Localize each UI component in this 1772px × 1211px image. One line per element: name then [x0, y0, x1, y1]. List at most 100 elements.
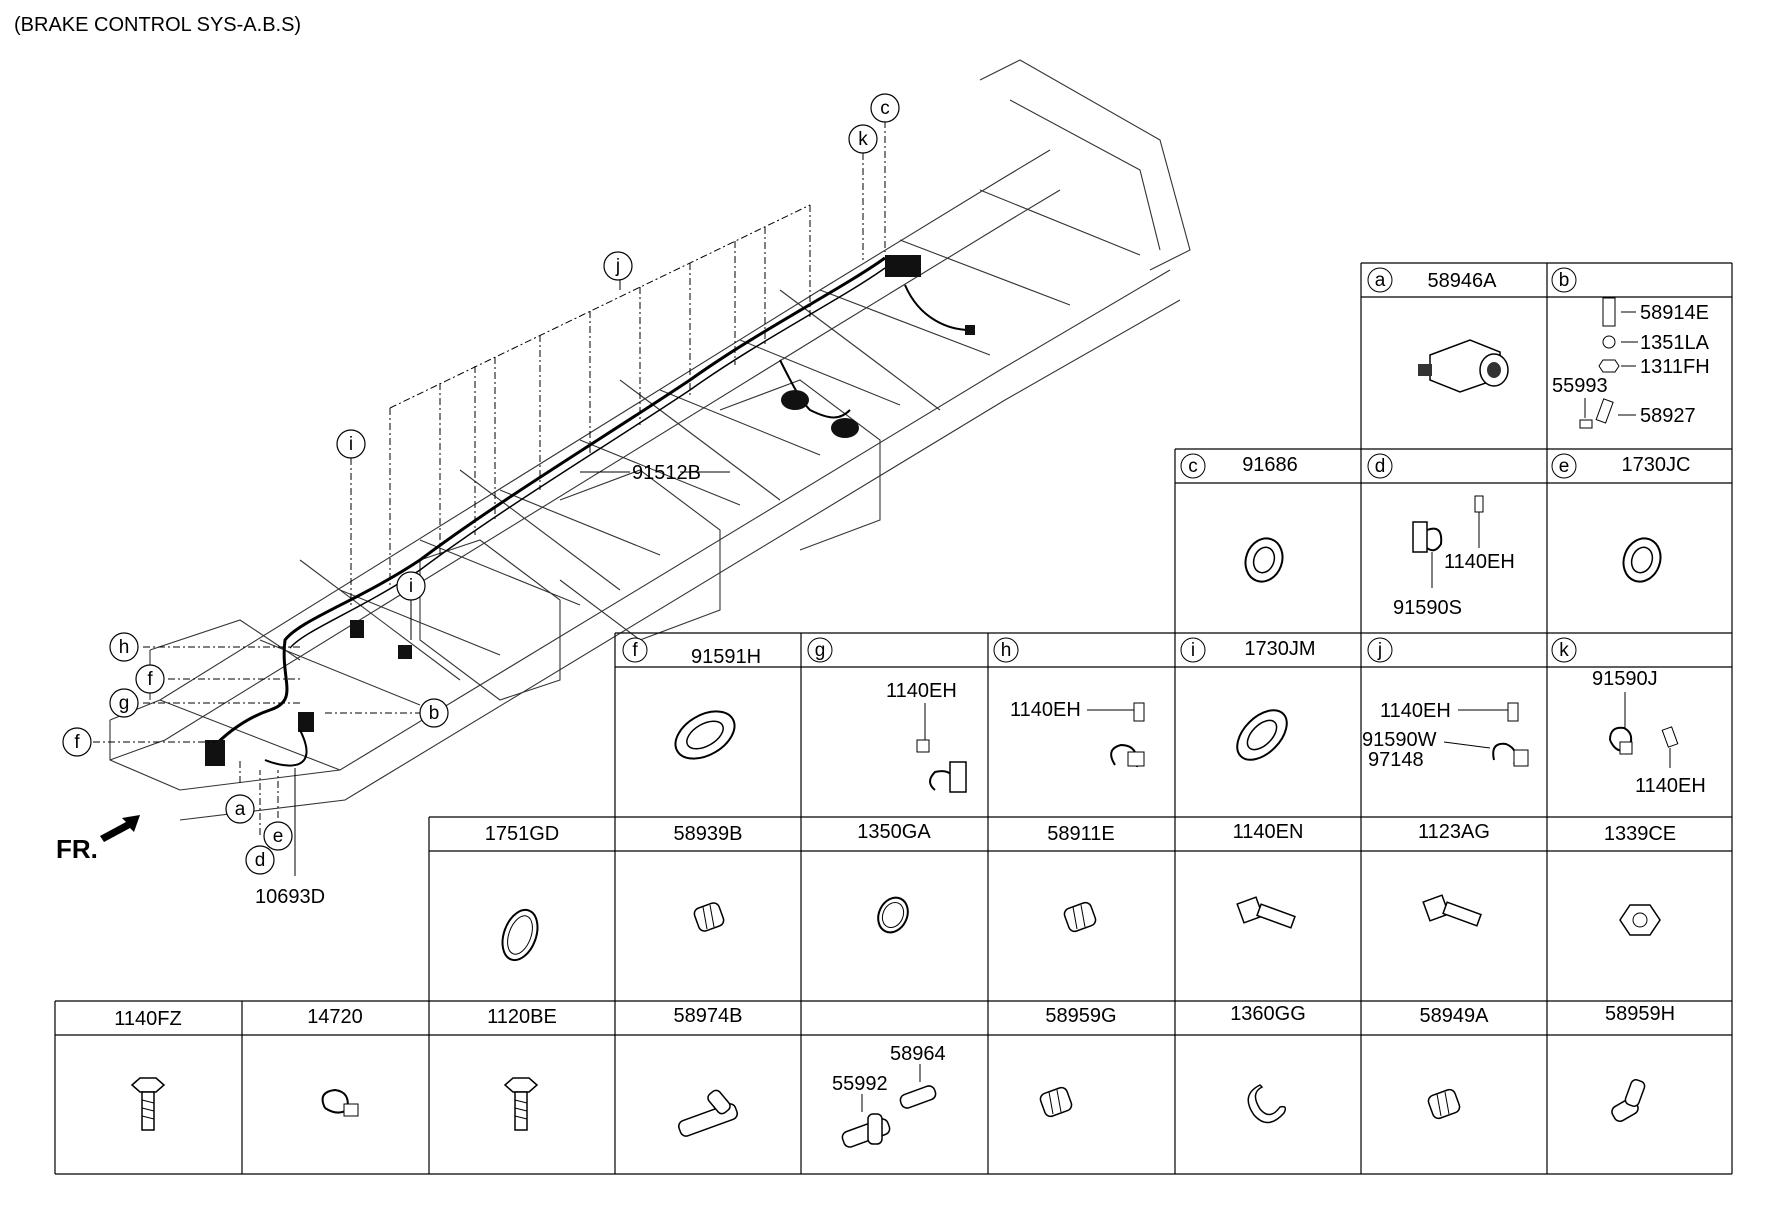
- svg-text:97148: 97148: [1368, 749, 1424, 771]
- svg-text:d: d: [1375, 456, 1386, 477]
- clip-icon: [1110, 743, 1145, 768]
- abs-valve-icon: [1418, 339, 1509, 393]
- svg-text:91590S: 91590S: [1393, 597, 1462, 619]
- diagram-title: (BRAKE CONTROL SYS-A.B.S): [14, 14, 302, 36]
- clip-icon: [1492, 742, 1529, 767]
- svg-text:58946A: 58946A: [1428, 270, 1498, 292]
- svg-text:58949A: 58949A: [1420, 1005, 1490, 1027]
- leader-lines: [93, 121, 886, 876]
- hex-nut-icon: [1619, 904, 1661, 936]
- o-ring-icon: [877, 896, 909, 934]
- svg-text:h: h: [1001, 640, 1012, 661]
- svg-text:1350GA: 1350GA: [857, 821, 931, 843]
- oval-grommet-icon: [1236, 709, 1288, 761]
- svg-text:f: f: [147, 669, 153, 690]
- svg-text:c: c: [880, 98, 890, 119]
- svg-text:1140EH: 1140EH: [1444, 551, 1515, 573]
- row3-parts: 1751GD 58939B 1350GA 58911E 1140EN 1123A…: [485, 821, 1676, 962]
- svg-text:1751GD: 1751GD: [485, 823, 560, 845]
- svg-text:1140EN: 1140EN: [1233, 821, 1304, 843]
- svg-text:d: d: [255, 850, 266, 871]
- diagram-callouts: j i i c k h f g f b a d e: [62, 93, 900, 875]
- svg-text:1140EH: 1140EH: [1635, 775, 1706, 797]
- svg-text:g: g: [119, 693, 130, 714]
- svg-text:c: c: [1188, 456, 1198, 477]
- bolt-icon: [1474, 495, 1484, 513]
- svg-text:1351LA: 1351LA: [1640, 332, 1710, 354]
- svg-text:i: i: [409, 576, 413, 597]
- grommet-icon: [1622, 537, 1662, 583]
- svg-text:58974B: 58974B: [674, 1005, 743, 1027]
- svg-text:91590J: 91590J: [1592, 668, 1658, 690]
- svg-text:58964: 58964: [890, 1043, 946, 1065]
- svg-text:i: i: [1191, 640, 1195, 661]
- front-direction-label: FR.: [56, 834, 98, 864]
- svg-text:58959G: 58959G: [1045, 1005, 1116, 1027]
- svg-text:1730JC: 1730JC: [1622, 454, 1691, 476]
- fitting-icon: [1039, 1086, 1073, 1118]
- flange-bolt-icon: [503, 1077, 539, 1131]
- panel-c: c 91686: [1180, 453, 1298, 583]
- svg-text:91591H: 91591H: [691, 646, 761, 668]
- svg-text:e: e: [273, 826, 284, 847]
- flange-bolt-icon: [1236, 896, 1296, 929]
- fitting-icon: [693, 902, 725, 932]
- clip-icon: [929, 761, 967, 793]
- svg-text:1123AG: 1123AG: [1418, 821, 1490, 843]
- svg-text:91590W: 91590W: [1362, 729, 1437, 751]
- flange-bolt-icon: [1422, 894, 1482, 927]
- svg-text:58939B: 58939B: [674, 823, 743, 845]
- svg-text:1140FZ: 1140FZ: [114, 1008, 181, 1030]
- bolt-icon: [1602, 297, 1616, 327]
- label-10693d: 10693D: [255, 886, 325, 908]
- label-91512b: 91512B: [632, 462, 701, 484]
- bolt-icon: [916, 739, 930, 753]
- parts-grid: [54, 262, 1733, 1175]
- clip-icon: [321, 1088, 359, 1117]
- chassis-frame: [109, 59, 1191, 821]
- svg-text:b: b: [429, 703, 440, 724]
- front-arrow-icon: [100, 815, 140, 842]
- svg-text:1140EH: 1140EH: [1380, 700, 1451, 722]
- fitting-icon: [1427, 1088, 1461, 1120]
- harness-91512b: [208, 256, 886, 752]
- svg-text:91686: 91686: [1242, 454, 1298, 476]
- svg-text:k: k: [1559, 640, 1569, 661]
- elbow-fitting-icon: [1611, 1079, 1646, 1122]
- oval-grommet-icon: [674, 710, 736, 760]
- svg-text:h: h: [119, 637, 130, 658]
- svg-text:j: j: [615, 256, 620, 277]
- bolt-icon: [1133, 702, 1145, 722]
- svg-text:k: k: [858, 129, 868, 150]
- tee-fitting-icon: [678, 1089, 738, 1137]
- svg-text:1120BE: 1120BE: [487, 1006, 557, 1028]
- panel-k: k 91590J 1140EH: [1551, 637, 1706, 797]
- svg-text:g: g: [815, 640, 826, 661]
- svg-text:55993: 55993: [1552, 375, 1608, 397]
- nut-icon: [1598, 359, 1620, 373]
- svg-text:1339CE: 1339CE: [1604, 823, 1676, 845]
- bolt-icon: [1507, 702, 1519, 722]
- svg-text:a: a: [235, 799, 246, 820]
- svg-text:1140EH: 1140EH: [886, 680, 957, 702]
- svg-text:14720: 14720: [307, 1006, 363, 1028]
- svg-text:b: b: [1559, 270, 1570, 291]
- flange-bolt-icon: [130, 1077, 166, 1131]
- panel-j: j 1140EH 91590W 97148: [1362, 637, 1529, 771]
- washer-icon: [1602, 335, 1616, 349]
- svg-text:f: f: [632, 640, 638, 661]
- clip-icon: [1609, 726, 1633, 755]
- svg-text:58927: 58927: [1640, 405, 1696, 427]
- clip-icon: [1412, 521, 1443, 553]
- snap-ring-icon: [1247, 1084, 1287, 1124]
- gasket-icon: [501, 908, 539, 962]
- fitting-icon: [1063, 901, 1097, 933]
- svg-text:1311FH: 1311FH: [1640, 356, 1710, 378]
- panel-h: h 1140EH: [993, 637, 1145, 768]
- svg-text:58914E: 58914E: [1640, 302, 1709, 324]
- svg-text:1730JM: 1730JM: [1244, 638, 1315, 660]
- panel-a: a 58946A: [1367, 267, 1509, 393]
- svg-text:f: f: [74, 732, 80, 753]
- grommet-icon: [1244, 537, 1284, 583]
